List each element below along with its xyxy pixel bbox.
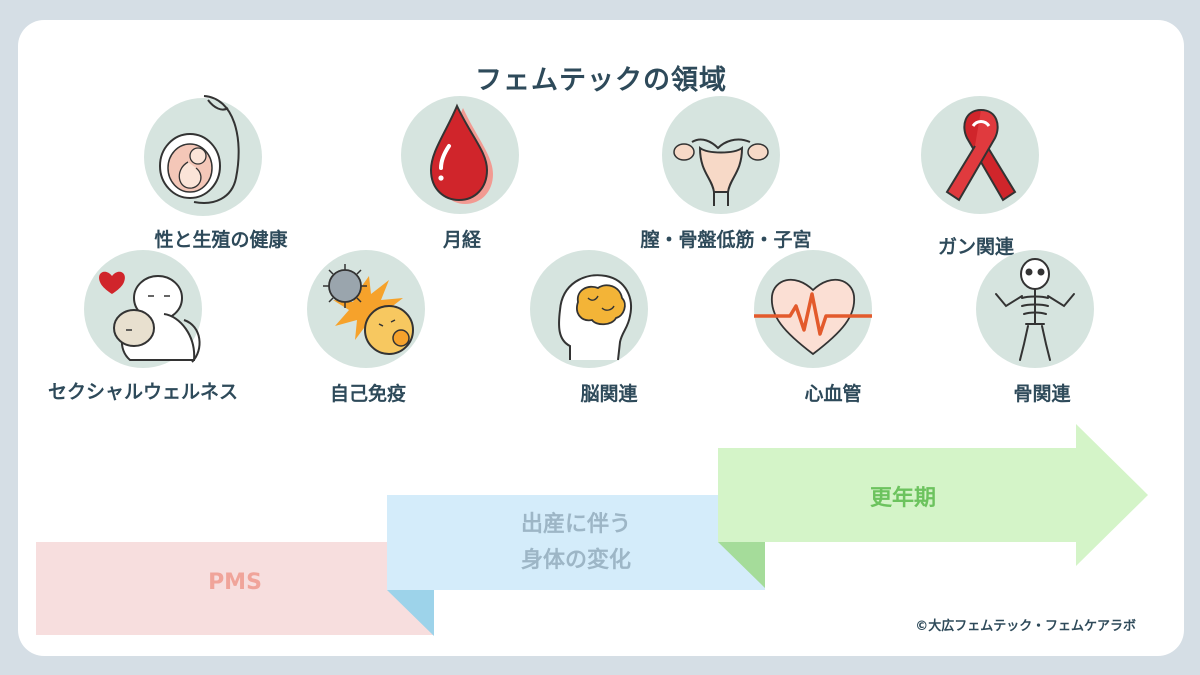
topic-label: 骨関連 — [1013, 383, 1071, 405]
topic-circle — [307, 250, 425, 368]
stage-label-pms: PMS — [208, 570, 262, 595]
heartbeat-icon — [754, 278, 872, 356]
topic-circle — [921, 96, 1039, 214]
stage-label-line2: 身体の変化 — [520, 548, 631, 573]
topic-circle — [144, 95, 262, 216]
topic-label: 自己免疫 — [329, 383, 407, 405]
topic-label: 心血管 — [804, 383, 862, 405]
topic-circle — [754, 250, 872, 368]
awareness-ribbon-icon — [945, 109, 1017, 202]
stage-label-line1: 出産に伴う — [520, 512, 631, 537]
topic-label: 性と生殖の健康 — [154, 229, 288, 251]
virus-fight-icon — [323, 264, 414, 355]
topic-label: ガン関連 — [937, 236, 1015, 258]
blood-drop-icon — [429, 103, 493, 204]
stage-label-menopause: 更年期 — [869, 486, 936, 511]
uterus-icon — [673, 138, 769, 206]
page-title: フェムテックの領域 — [475, 65, 727, 96]
topic-label: 月経 — [442, 229, 482, 251]
topic-circle — [530, 250, 648, 368]
skeleton-icon — [995, 258, 1075, 361]
infographic-card: フェムテックの領域 性と生殖の健康 月経 — [18, 20, 1184, 656]
topic-circle — [84, 250, 202, 368]
embracing-couple-icon — [99, 271, 201, 363]
topic-circle — [401, 96, 519, 214]
topic-label: 脳関連 — [580, 383, 638, 405]
stage-label-childbirth: 出産に伴う 身体の変化 — [387, 507, 765, 579]
topic-circle — [662, 96, 780, 214]
topic-label: 膣・骨盤低筋・子宮 — [640, 229, 812, 251]
brain-icon — [558, 274, 632, 361]
topic-circle — [976, 250, 1094, 368]
copyright-credit: ©大広フェムテック・フェムケアラボ — [915, 619, 1136, 634]
pregnancy-icon — [159, 95, 240, 204]
topic-label: セクシャルウェルネス — [47, 381, 239, 403]
